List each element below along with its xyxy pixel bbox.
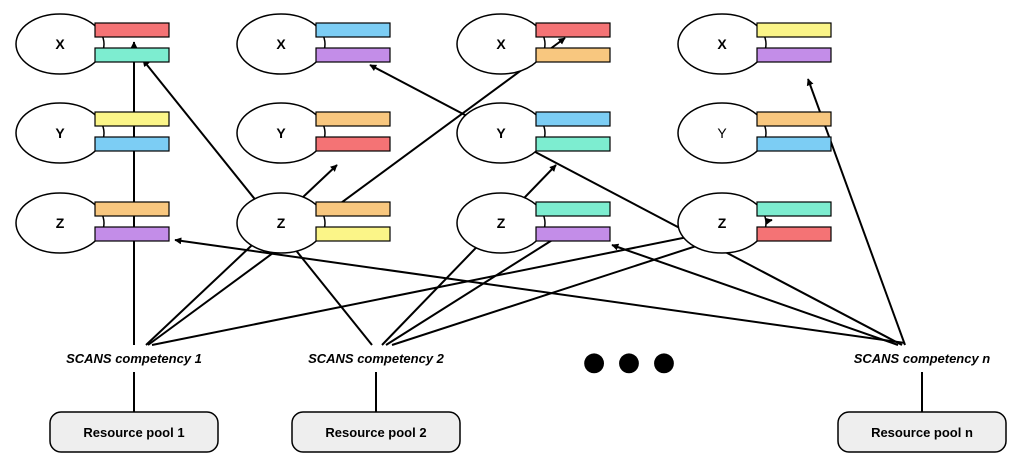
pool-label: Resource pool 2: [325, 425, 426, 440]
skill-bar-blue: [535, 111, 611, 127]
pools-layer: Resource pool 1 Resource pool 2 Resource p…: [49, 372, 1007, 453]
pool-box: [837, 411, 1007, 453]
agent-label: Y: [496, 125, 506, 141]
resource-pool: Resource pool 2: [291, 372, 461, 453]
agent-ellipse: [236, 192, 326, 254]
competencies-layer: SCANS competency 1 SCANS competency 2 SCAN…: [66, 351, 990, 366]
skill-bar-orange: [315, 111, 391, 127]
pool-label: Resource pool 1: [83, 425, 184, 440]
resource-pool: Resource pool n: [837, 372, 1007, 453]
skill-bar-purple: [756, 47, 832, 63]
agent-node: Z: [236, 192, 391, 254]
agent-node: X: [15, 13, 170, 75]
agent-ellipse: [456, 192, 546, 254]
agent-label: X: [496, 36, 506, 52]
skill-bar-blue: [756, 136, 832, 152]
agent-node: X: [677, 13, 832, 75]
skill-bar-red: [315, 136, 391, 152]
agent-ellipse: [456, 102, 546, 164]
competency-arrow: [151, 217, 773, 346]
agent-label: Y: [55, 125, 65, 141]
skill-bar-red: [94, 22, 170, 38]
agent-node: Z: [15, 192, 170, 254]
agent-node: Z: [456, 192, 611, 254]
competency-arrow: [147, 37, 566, 346]
agent-label: Z: [718, 215, 727, 231]
agent-node: Y: [456, 102, 611, 164]
agent-node: X: [456, 13, 611, 75]
agent-node: Y: [677, 102, 832, 164]
skill-bar-yellow: [94, 111, 170, 127]
agent-ellipse: [677, 102, 767, 164]
skill-bar-blue: [315, 22, 391, 38]
agent-ellipse: [15, 192, 105, 254]
agent-node: Y: [15, 102, 170, 164]
agent-label: Y: [717, 125, 727, 141]
agent-ellipse: [15, 102, 105, 164]
skill-bar-orange: [756, 111, 832, 127]
skill-bar-teal: [535, 136, 611, 152]
pool-box: [49, 411, 219, 453]
skill-bar-yellow: [315, 226, 391, 242]
skill-bar-teal: [756, 201, 832, 217]
competency-arrow: [381, 164, 557, 346]
agent-label: X: [717, 36, 727, 52]
agent-node: X: [236, 13, 391, 75]
skill-bar-red: [535, 22, 611, 38]
links-layer: [130, 37, 906, 346]
skill-bar-yellow: [756, 22, 832, 38]
ellipsis-dots: ● ● ●: [583, 347, 678, 377]
agent-label: X: [55, 36, 65, 52]
skill-bar-blue: [94, 136, 170, 152]
agent-ellipse: [677, 13, 767, 75]
agent-label: Y: [276, 125, 286, 141]
pool-box: [291, 411, 461, 453]
competency-arrow: [145, 164, 338, 346]
competency-arrow: [369, 64, 903, 346]
skill-bar-orange: [315, 201, 391, 217]
skill-bar-purple: [535, 226, 611, 242]
competency-arrow: [174, 237, 906, 344]
competency-label: SCANS competency 1: [66, 351, 202, 366]
skill-bar-orange: [94, 201, 170, 217]
skill-bar-orange: [535, 47, 611, 63]
agent-node: Y: [236, 102, 391, 164]
competency-arrow: [611, 243, 899, 346]
skill-bar-red: [756, 226, 832, 242]
agent-ellipse: [677, 192, 767, 254]
agent-label: Z: [497, 215, 506, 231]
agent-label: X: [276, 36, 286, 52]
agent-node: Z: [677, 192, 832, 254]
agent-label: Z: [277, 215, 286, 231]
agent-ellipse: [15, 13, 105, 75]
skill-bar-purple: [315, 47, 391, 63]
agent-label: Z: [56, 215, 65, 231]
pool-label: Resource pool n: [871, 425, 973, 440]
agents-layer: X Y Z X Y Z X Y Z X Y Z: [15, 13, 832, 254]
resource-pool: Resource pool 1: [49, 372, 219, 453]
skill-bar-teal: [94, 47, 170, 63]
competency-label: SCANS competency n: [854, 351, 991, 366]
skill-bar-teal: [535, 201, 611, 217]
agent-ellipse: [236, 102, 326, 164]
agent-ellipse: [236, 13, 326, 75]
skill-bar-purple: [94, 226, 170, 242]
competency-arrow: [385, 231, 566, 346]
agent-ellipse: [456, 13, 546, 75]
competency-label: SCANS competency 2: [308, 351, 445, 366]
